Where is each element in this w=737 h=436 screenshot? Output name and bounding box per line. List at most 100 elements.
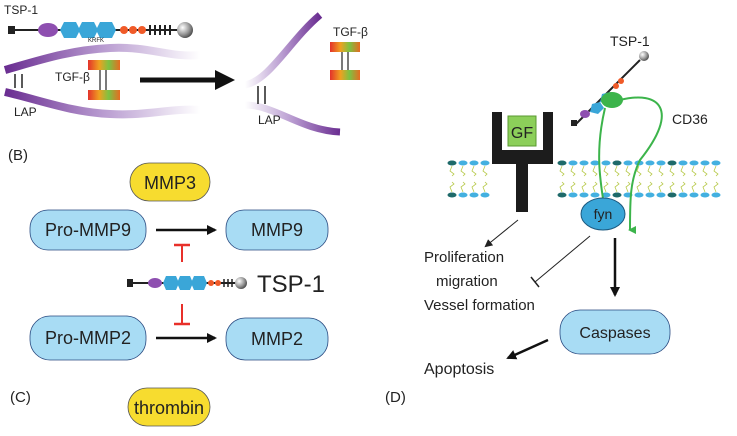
- panel-a: TSP-1 KRFK LSKL TGF-β LAP: [3, 3, 368, 136]
- lipid-tail: [614, 165, 620, 177]
- lipid-tail: [460, 181, 466, 193]
- lipid-head: [601, 192, 611, 198]
- lipid-head: [447, 192, 457, 198]
- lipid-tail: [636, 181, 642, 193]
- lipid-head: [689, 160, 699, 166]
- inhibit-mmp2: [174, 304, 190, 326]
- lipid-tail: [482, 181, 488, 193]
- lipid-head: [645, 192, 655, 198]
- lipid-tail: [658, 181, 664, 193]
- vessel-formation-label: Vessel formation: [424, 297, 535, 314]
- lipid-head: [469, 160, 479, 166]
- lipid-tail: [669, 165, 675, 177]
- lipid-head: [623, 160, 633, 166]
- cell-membrane: [447, 160, 721, 198]
- migration-label: migration: [436, 273, 498, 290]
- lipid-tail: [680, 181, 686, 193]
- lipid-head: [480, 160, 490, 166]
- lipid-tail: [603, 181, 609, 193]
- tsp1-label-c: TSP-1: [257, 271, 325, 298]
- lipid-tail: [570, 181, 576, 193]
- lipid-head: [711, 192, 721, 198]
- lap-left: [3, 43, 201, 119]
- lipid-head: [557, 160, 567, 166]
- thrombin-label: thrombin: [134, 398, 204, 418]
- lipid-tail: [625, 165, 631, 177]
- lipid-tail: [570, 165, 576, 177]
- activation-arrowhead: [215, 70, 235, 90]
- tgfb-dimer-left: [88, 60, 120, 100]
- lipid-tail: [647, 165, 653, 177]
- cd36-receptor: [598, 92, 663, 235]
- lipid-head: [689, 192, 699, 198]
- lipid-head: [458, 160, 468, 166]
- lipid-head: [667, 192, 677, 198]
- lipid-tail: [614, 181, 620, 193]
- lipid-tail: [658, 165, 664, 177]
- lipid-head: [700, 192, 710, 198]
- lipid-head: [601, 160, 611, 166]
- lipid-tail: [559, 165, 565, 177]
- lipid-head: [568, 192, 578, 198]
- fyn-kinase: [580, 197, 626, 231]
- tsp1-label-a: TSP-1: [4, 3, 38, 17]
- panel-d-letter: (D): [385, 389, 406, 406]
- lipid-head: [579, 160, 589, 166]
- apoptosis-label: Apoptosis: [424, 361, 494, 378]
- lipid-head: [711, 160, 721, 166]
- gf-receptor: [492, 112, 553, 212]
- lipid-tail: [691, 181, 697, 193]
- fyn-label: fyn: [594, 206, 613, 222]
- lipid-head: [667, 160, 677, 166]
- lipid-head: [557, 192, 567, 198]
- tgfb-label-left: TGF-β: [55, 70, 90, 84]
- lipid-head: [447, 160, 457, 166]
- lipid-tail: [449, 181, 455, 193]
- mmp9-box: [225, 209, 329, 251]
- lipid-tail: [603, 165, 609, 177]
- lipid-tail: [581, 165, 587, 177]
- tgfb-dimer-right: [330, 42, 360, 80]
- lipid-head: [480, 192, 490, 198]
- lipid-tail: [680, 165, 686, 177]
- pro-mmp2-label: Pro-MMP2: [45, 328, 131, 348]
- caspases-to-apoptosis-arrow: [506, 338, 549, 360]
- lipid-tail: [702, 181, 708, 193]
- caspases-label: Caspases: [579, 325, 650, 342]
- lipid-head: [656, 160, 666, 166]
- gf-to-proliferation-arrow: [484, 219, 519, 248]
- gf-ligand: [507, 115, 537, 147]
- lipid-tail: [691, 165, 697, 177]
- inhibit-mmp9: [174, 243, 190, 262]
- lipid-tail: [592, 165, 598, 177]
- tsp1-molecule-c: [127, 276, 247, 290]
- lipid-head: [612, 160, 622, 166]
- mmp3-box: [129, 162, 211, 202]
- lipid-head: [678, 192, 688, 198]
- lipid-head: [700, 160, 710, 166]
- proliferation-label: Proliferation: [424, 249, 504, 266]
- lipid-tail: [449, 165, 455, 177]
- mmp3-label: MMP3: [144, 173, 196, 193]
- lipid-tail: [713, 181, 719, 193]
- tsp1-molecule-d: [571, 51, 649, 126]
- lipid-tail: [647, 181, 653, 193]
- lipid-head: [568, 160, 578, 166]
- lipid-head: [634, 192, 644, 198]
- caspases-box: [559, 309, 671, 355]
- lap-right: [243, 12, 341, 136]
- lipid-tail: [636, 165, 642, 177]
- lap-label-right: LAP: [258, 113, 281, 127]
- lipid-head: [590, 192, 600, 198]
- lipid-tail: [713, 165, 719, 177]
- lipid-tail: [471, 165, 477, 177]
- krfk-label: KRFK: [88, 38, 104, 44]
- gf-label: GF: [511, 125, 533, 142]
- lipid-tail: [669, 181, 675, 193]
- panel-c-letter: (C): [10, 389, 31, 406]
- tsp1-label-d: TSP-1: [610, 33, 650, 49]
- lipid-head: [579, 192, 589, 198]
- lipid-tail: [581, 181, 587, 193]
- lipid-head: [590, 160, 600, 166]
- lipid-head: [612, 192, 622, 198]
